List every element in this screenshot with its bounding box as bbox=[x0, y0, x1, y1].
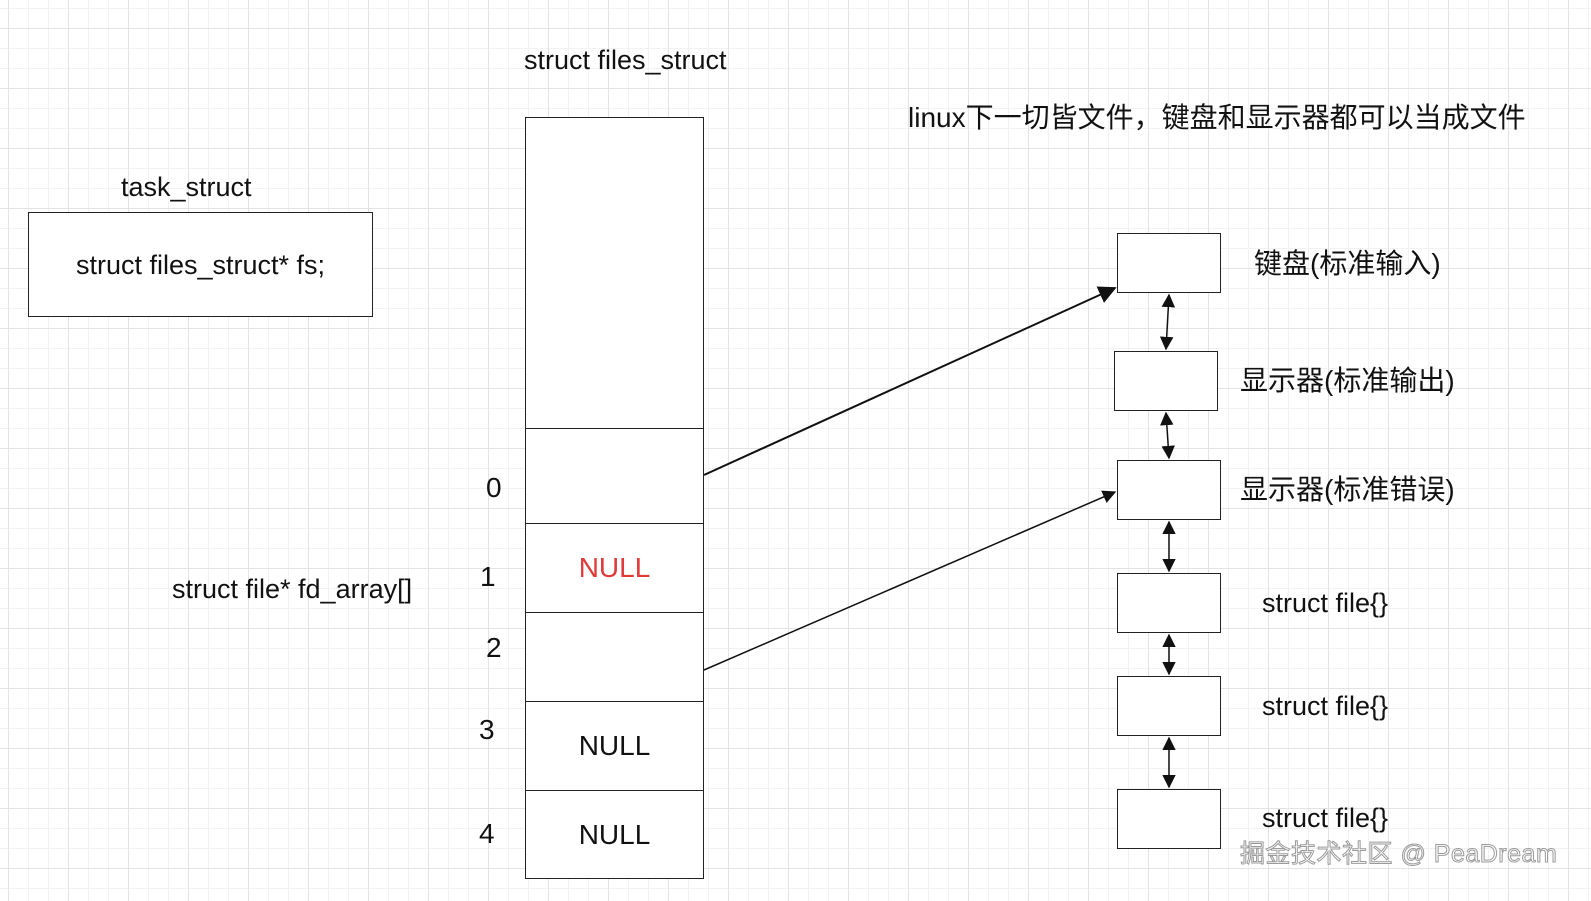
task-struct-title: task_struct bbox=[121, 172, 252, 202]
fd-cell-2 bbox=[526, 612, 703, 701]
file-label-2: 显示器(标准错误) bbox=[1240, 474, 1455, 505]
file-label-0: 键盘(标准输入) bbox=[1254, 248, 1441, 279]
fd-index-2: 2 bbox=[486, 632, 502, 663]
fd-index-1: 1 bbox=[480, 561, 496, 592]
file-box-3 bbox=[1117, 573, 1221, 633]
file-box-2 bbox=[1117, 460, 1221, 520]
file-box-1 bbox=[1114, 351, 1218, 411]
pointer-arrow-fd2 bbox=[703, 490, 1117, 671]
watermark-text: 掘金技术社区 @ PeaDream bbox=[1239, 840, 1558, 869]
file-label-1: 显示器(标准输出) bbox=[1240, 365, 1455, 396]
fd-cell-0 bbox=[526, 428, 703, 523]
link-arrow-1-2 bbox=[1160, 411, 1175, 460]
fd-array-label: struct file* fd_array[] bbox=[172, 574, 413, 604]
fd-index-3: 3 bbox=[479, 714, 495, 745]
file-label-3: struct file{} bbox=[1262, 588, 1389, 618]
file-box-4 bbox=[1117, 676, 1221, 736]
fd-cell-4-value: NULL bbox=[578, 818, 651, 850]
link-arrow-0-1 bbox=[1159, 293, 1176, 351]
task-struct-box: struct files_struct* fs; bbox=[28, 212, 373, 317]
fd-cell-3: NULL bbox=[526, 701, 703, 790]
fd-cell-1: NULL bbox=[526, 523, 703, 612]
fd-cell-3-value: NULL bbox=[578, 730, 651, 761]
fd-cell-4: NULL bbox=[526, 790, 703, 878]
files-struct-title: struct files_struct bbox=[524, 45, 727, 75]
task-struct-field: struct files_struct* fs; bbox=[75, 249, 326, 280]
file-label-4: struct file{} bbox=[1262, 691, 1389, 721]
file-label-5: struct file{} bbox=[1262, 803, 1389, 833]
fd-index-0: 0 bbox=[486, 472, 502, 503]
files-struct-box: NULL NULL NULL bbox=[525, 117, 704, 879]
note-text: linux下一切皆文件，键盘和显示器都可以当成文件 bbox=[908, 102, 1526, 133]
fd-index-4: 4 bbox=[479, 818, 495, 849]
file-box-0 bbox=[1117, 233, 1221, 293]
fd-cell-1-value: NULL bbox=[578, 552, 651, 583]
file-box-5 bbox=[1117, 789, 1221, 849]
pointer-arrow-fd0 bbox=[703, 286, 1117, 476]
